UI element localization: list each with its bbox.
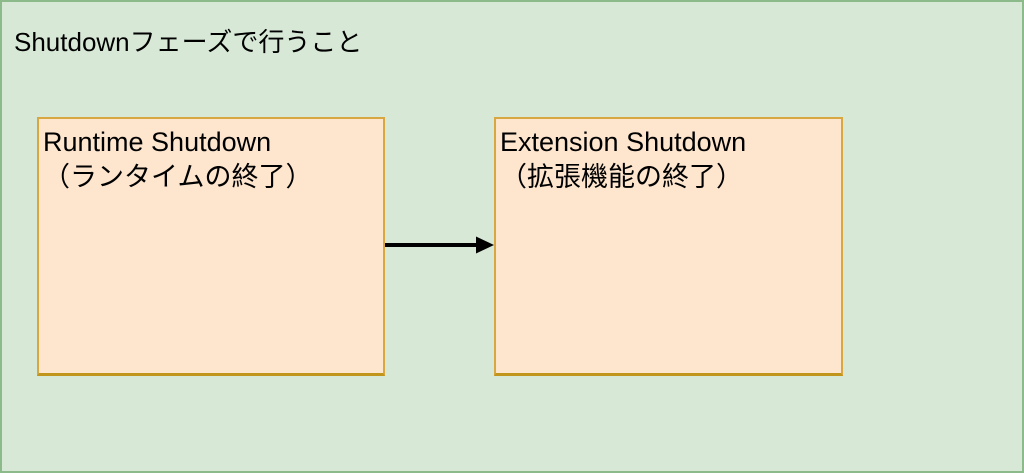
node-runtime-shutdown: Runtime Shutdown （ランタイムの終了）	[37, 117, 385, 376]
node-runtime-shutdown-subtitle: （ランタイムの終了）	[43, 162, 313, 192]
node-runtime-shutdown-title: Runtime Shutdown	[43, 127, 272, 157]
node-extension-shutdown-subtitle: （拡張機能の終了）	[500, 162, 743, 192]
node-extension-shutdown-title: Extension Shutdown	[500, 127, 747, 157]
node-extension-shutdown: Extension Shutdown （拡張機能の終了）	[494, 117, 843, 376]
arrow-runtime-to-extension	[385, 236, 494, 254]
diagram-title: Shutdownフェーズで行うこと	[14, 27, 363, 57]
